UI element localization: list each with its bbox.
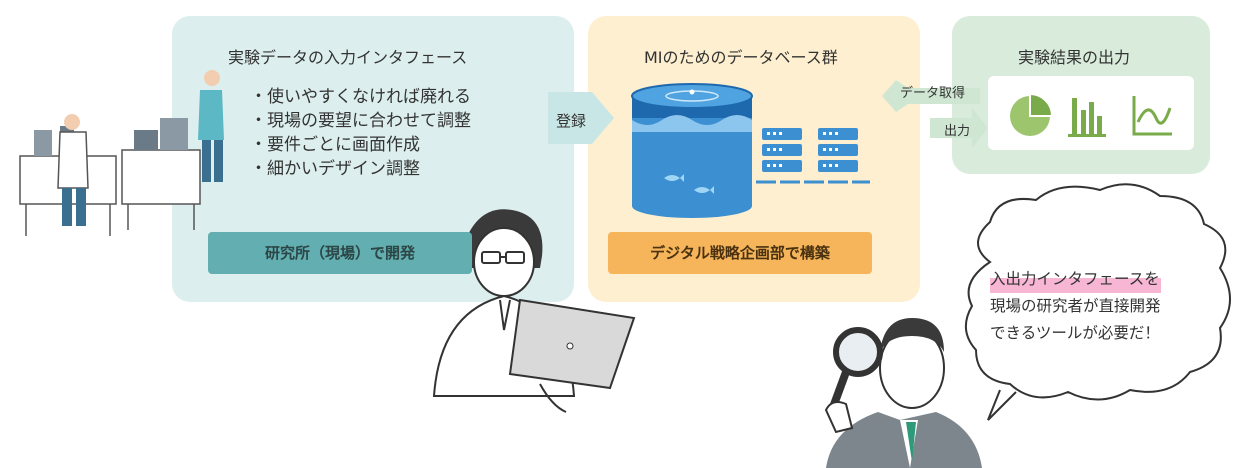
digital-strategy-bar: デジタル戦略企画部で構築 <box>608 232 872 274</box>
pie-chart-icon <box>1010 92 1054 136</box>
data-fetch-arrow <box>882 80 980 112</box>
bullet-item: 使いやすくなければ廃れる <box>250 86 471 109</box>
register-label: 登録 <box>556 112 587 130</box>
bullet-item: 現場の要望に合わせて調整 <box>250 110 471 133</box>
lab-development-bar: 研究所（現場）で開発 <box>208 232 472 274</box>
database-cylinder-icon <box>631 83 753 218</box>
input-interface-bullet-list: 使いやすくなければ廃れる 現場の要望に合わせて調整 要件ごとに画面作成 細かいデ… <box>250 86 471 182</box>
output-title: 実験結果の出力 <box>1018 48 1131 67</box>
bar-chart-icon <box>1068 98 1106 137</box>
speech-line-3: できるツールが必要だ！ <box>990 324 1160 342</box>
bullet-item: 細かいデザイン調整 <box>250 158 471 181</box>
output-arrow <box>930 108 988 148</box>
database-title: MIのためのデータベース群 <box>644 48 838 67</box>
bullet-item: 要件ごとに画面作成 <box>250 134 471 157</box>
output-icons <box>1010 92 1172 137</box>
data-fetch-label: データ取得 <box>900 86 966 101</box>
speech-bubble-tail <box>987 389 1017 421</box>
developer-with-laptop-illustration <box>432 209 636 413</box>
register-arrow <box>548 92 614 144</box>
server-rack-icon <box>756 128 870 184</box>
lab-scientists-illustration <box>19 70 224 236</box>
speech-bubble-text: 入出力インタフェースを 現場の研究者が直接開発 できるツールが必要だ！ <box>990 266 1161 347</box>
thinking-man-with-magnifier-illustration <box>824 318 982 468</box>
line-chart-icon <box>1132 96 1172 136</box>
input-interface-title: 実験データの入力インタフェース <box>228 48 468 67</box>
output-label: 出力 <box>944 124 971 139</box>
speech-line-1: 入出力インタフェースを <box>990 266 1161 293</box>
speech-line-2: 現場の研究者が直接開発 <box>990 297 1161 315</box>
output-chart-box <box>988 76 1194 150</box>
